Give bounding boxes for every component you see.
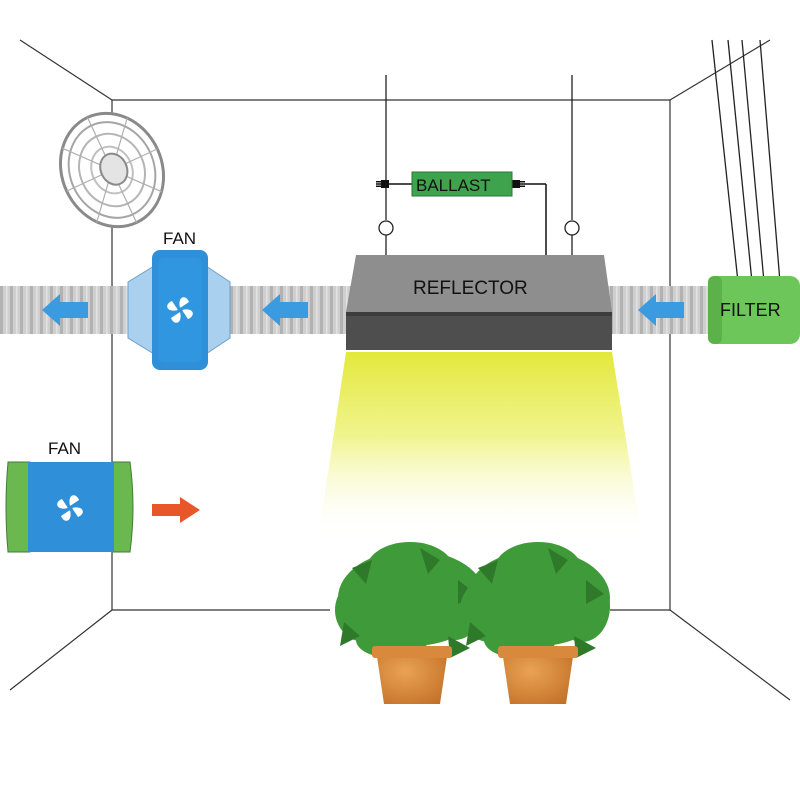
carbon-filter <box>708 276 800 344</box>
hanging-cords <box>711 39 781 283</box>
reflector <box>346 255 612 350</box>
intake-fan-label: FAN <box>48 439 81 458</box>
plug-icon <box>512 180 525 188</box>
fan-blades-icon <box>167 297 193 323</box>
ballast-label: BALLAST <box>416 176 491 195</box>
oscillating-fan-icon <box>58 111 166 229</box>
airflow-arrows <box>42 294 684 326</box>
plug-icon <box>376 180 389 188</box>
plant-left <box>335 542 486 704</box>
arrow-icon <box>152 497 200 523</box>
inline-fan-label: FAN <box>163 229 196 248</box>
arrow-icon <box>638 294 684 326</box>
arrow-icon <box>42 294 88 326</box>
filter-label: FILTER <box>720 300 781 320</box>
light-beam <box>318 352 642 540</box>
ballast-box <box>411 171 513 197</box>
fan-blades-icon <box>57 495 83 521</box>
reflector-hangers <box>378 75 580 255</box>
arrow-icon <box>262 294 308 326</box>
plant-right <box>460 542 610 704</box>
intake-fan <box>5 461 134 553</box>
reflector-label: REFLECTOR <box>413 278 528 299</box>
inline-fan <box>127 250 231 370</box>
